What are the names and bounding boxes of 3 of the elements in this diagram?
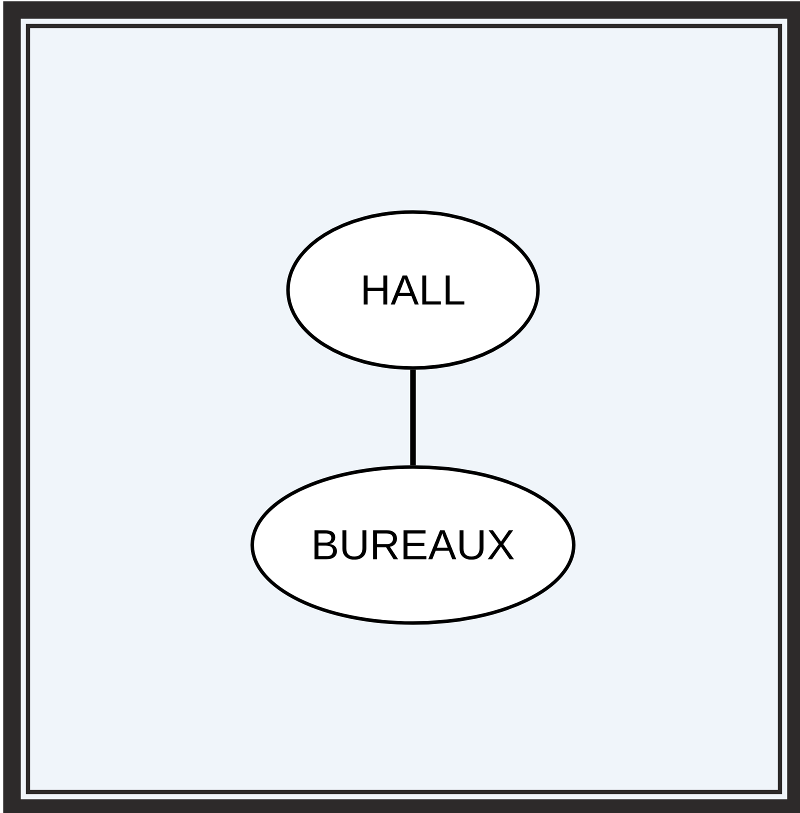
ellipse-node: HALL — [286, 210, 540, 370]
ellipse-node: BUREAUX — [250, 465, 576, 625]
connector-line — [410, 370, 416, 466]
